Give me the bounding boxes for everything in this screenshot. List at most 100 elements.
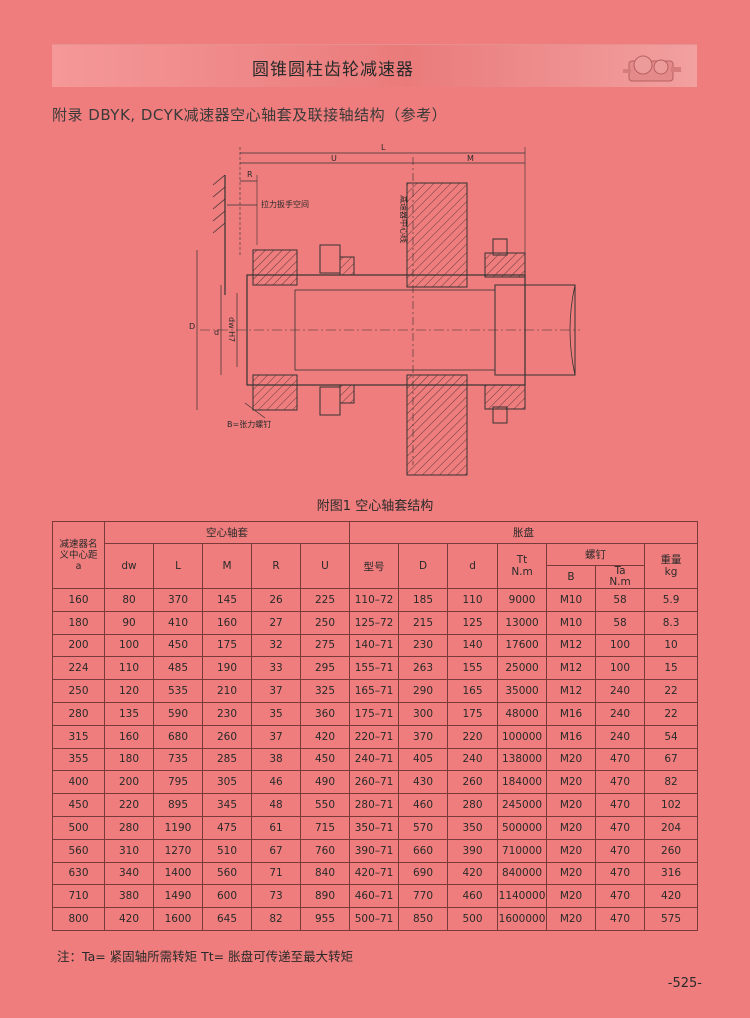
table-cell: 370 — [153, 588, 203, 612]
header-disc: 胀盘 — [349, 521, 699, 544]
header-center-distance: 减速器名义中心距a — [52, 521, 105, 589]
table-cell: 1270 — [153, 838, 203, 863]
table-cell: 82 — [644, 770, 699, 795]
table-cell: 715 — [299, 815, 351, 840]
table-cell: M16 — [546, 701, 597, 726]
table-cell: 850 — [398, 907, 449, 931]
table-cell: 470 — [595, 747, 646, 772]
table-cell: 410 — [153, 610, 203, 635]
table-cell: 54 — [644, 724, 699, 749]
table-cell: 15 — [644, 656, 699, 681]
table-cell: 275 — [299, 633, 351, 658]
table-cell: 890 — [299, 884, 351, 909]
table-cell: 600 — [202, 884, 252, 909]
table-cell: 300 — [398, 701, 449, 726]
table-cell: 250 — [299, 610, 351, 635]
table-cell: 575 — [644, 907, 699, 931]
table-cell: 67 — [644, 747, 699, 772]
table-cell: 450 — [52, 793, 105, 817]
table-cell: 280 — [104, 815, 154, 840]
table-cell: M20 — [546, 815, 597, 840]
table-cell: 316 — [644, 861, 699, 886]
table-cell: 710 — [52, 884, 105, 909]
table-cell: 38 — [251, 747, 301, 772]
header-D: D — [398, 543, 449, 589]
table-cell: 420–71 — [349, 861, 400, 886]
table-cell: 165 — [447, 679, 499, 703]
table-cell: 190 — [202, 656, 252, 681]
header-bolt-ta: Ta N.m — [595, 565, 646, 589]
table-cell: 1490 — [153, 884, 203, 909]
table-cell: 26 — [251, 588, 301, 612]
table-cell: 470 — [595, 884, 646, 909]
table-cell: 35 — [251, 701, 301, 726]
table-cell: 550 — [299, 793, 351, 817]
table-cell: 260 — [202, 724, 252, 749]
table-cell: M12 — [546, 656, 597, 681]
table-cell: 500 — [447, 907, 499, 931]
table-cell: 345 — [202, 793, 252, 817]
table-cell: 450 — [299, 747, 351, 772]
table-cell: 185 — [398, 588, 449, 612]
header-bolt-b: B — [546, 565, 597, 589]
table-cell: 560 — [202, 861, 252, 886]
table-cell: 315 — [52, 724, 105, 749]
table-cell: 420 — [644, 884, 699, 909]
table-cell: 80 — [104, 588, 154, 612]
dim-D: D — [189, 322, 195, 331]
table-cell: 400 — [52, 770, 105, 795]
table-cell: 100 — [104, 633, 154, 658]
table-cell: M20 — [546, 747, 597, 772]
table-cell: 355 — [52, 747, 105, 772]
table-cell: 260 — [644, 838, 699, 863]
table-cell: 110 — [447, 588, 499, 612]
table-cell: M12 — [546, 679, 597, 703]
table-cell: 460 — [447, 884, 499, 909]
table-cell: 48 — [251, 793, 301, 817]
table-cell: 155 — [447, 656, 499, 681]
header-sleeve: 空心轴套 — [103, 521, 351, 544]
table-cell: 470 — [595, 815, 646, 840]
table-cell: 180 — [104, 747, 154, 772]
dim-L: L — [381, 143, 386, 152]
table-cell: 645 — [202, 907, 252, 931]
table-cell: 17600 — [497, 633, 548, 658]
table-cell: 420 — [447, 861, 499, 886]
table-cell: 630 — [52, 861, 105, 886]
table-cell: 25000 — [497, 656, 548, 681]
table-cell: 73 — [251, 884, 301, 909]
table-cell: 160 — [104, 724, 154, 749]
table-cell: 90 — [104, 610, 154, 635]
table-cell: 390 — [447, 838, 499, 863]
table-cell: 370 — [398, 724, 449, 749]
table-cell: 840 — [299, 861, 351, 886]
dim-M: M — [467, 154, 474, 163]
table-cell: 140 — [447, 633, 499, 658]
table-cell: 210 — [202, 679, 252, 703]
table-cell: M12 — [546, 633, 597, 658]
table-cell: 590 — [153, 701, 203, 726]
dim-dw: dw H7 — [227, 317, 236, 342]
table-cell: 470 — [595, 838, 646, 863]
dim-R: R — [247, 170, 253, 179]
table-cell: 200 — [104, 770, 154, 795]
table-cell: 48000 — [497, 701, 548, 726]
table-cell: 500–71 — [349, 907, 400, 931]
table-cell: 215 — [398, 610, 449, 635]
table-cell: 33 — [251, 656, 301, 681]
table-cell: 840000 — [497, 861, 548, 886]
table-cell: 37 — [251, 679, 301, 703]
dim-U: U — [331, 154, 337, 163]
table-cell: 100000 — [497, 724, 548, 749]
table-cell: 140–71 — [349, 633, 400, 658]
table-cell: 160 — [202, 610, 252, 635]
table-cell: 470 — [595, 907, 646, 931]
table-cell: 220 — [447, 724, 499, 749]
table-cell: 570 — [398, 815, 449, 840]
table-cell: 225 — [299, 588, 351, 612]
table-cell: 145 — [202, 588, 252, 612]
